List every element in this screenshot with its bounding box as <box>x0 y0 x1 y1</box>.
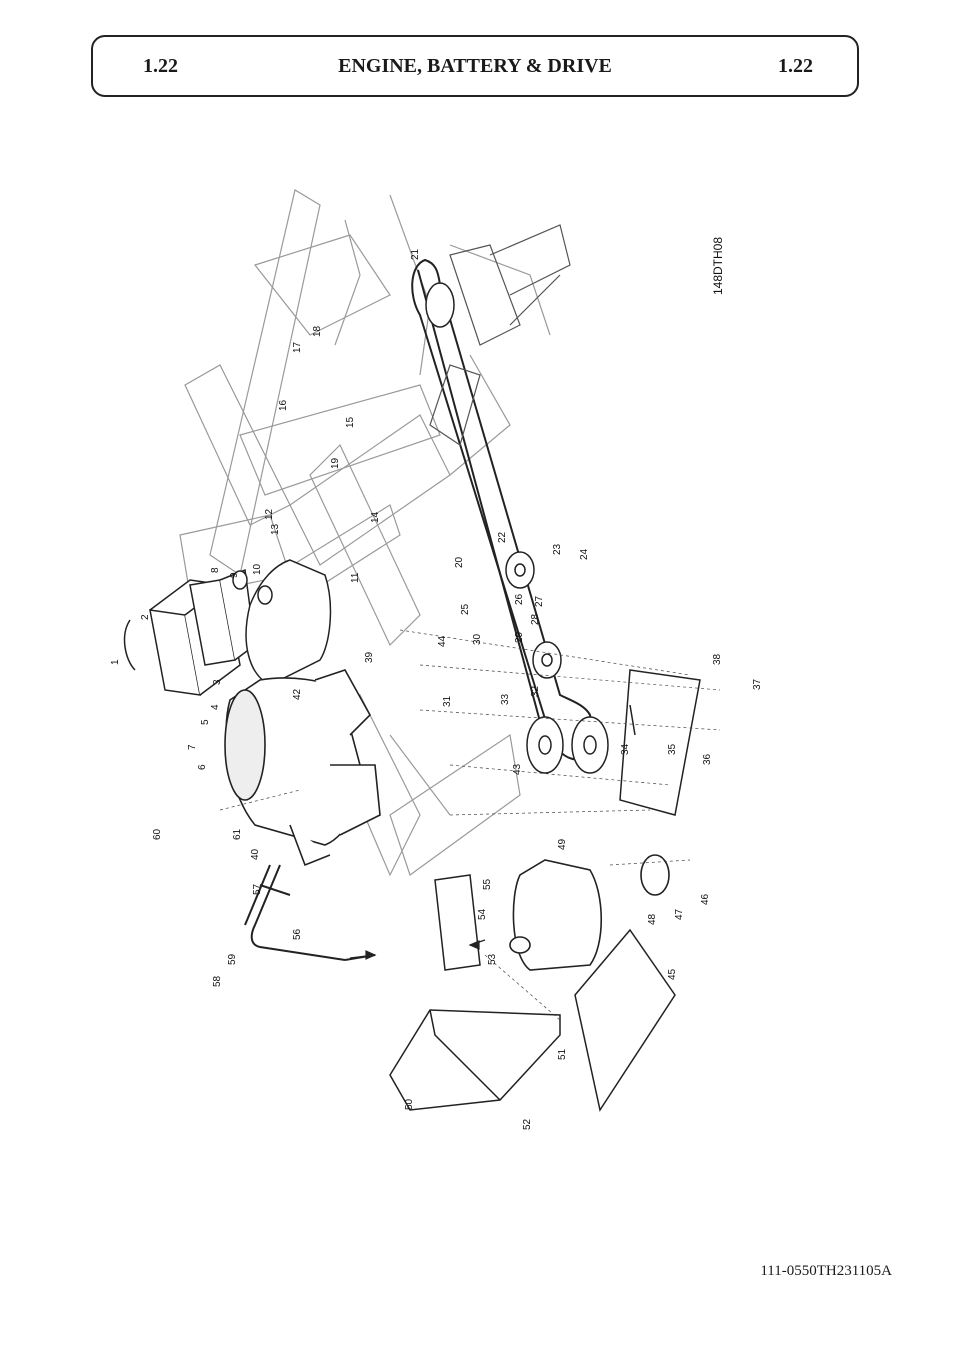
part-label-14: 14 <box>370 511 381 523</box>
part-label-45: 45 <box>667 968 678 980</box>
part-label-27: 27 <box>534 595 545 607</box>
part-label-22: 22 <box>497 531 508 543</box>
part-label-59: 59 <box>227 953 238 965</box>
part-label-2: 2 <box>140 614 151 620</box>
part-label-6: 6 <box>197 764 208 770</box>
assembly-lines <box>219 629 721 1021</box>
part-label-44: 44 <box>437 635 448 647</box>
part-label-47: 47 <box>674 908 685 920</box>
part-label-40: 40 <box>250 848 261 860</box>
exhaust-shield <box>389 1009 561 1111</box>
part-label-3: 3 <box>212 679 223 685</box>
part-label-8: 8 <box>210 567 221 573</box>
part-label-42: 42 <box>292 688 303 700</box>
part-label-46: 46 <box>700 893 711 905</box>
section-number-right: 1.22 <box>778 55 813 77</box>
page-title: ENGINE, BATTERY & DRIVE <box>338 55 612 77</box>
part-label-21: 21 <box>410 248 421 260</box>
part-label-36: 36 <box>702 753 713 765</box>
part-label-30: 30 <box>472 633 483 645</box>
part-label-18: 18 <box>312 325 323 337</box>
part-label-50: 50 <box>404 1098 415 1110</box>
fuel-tank <box>232 559 332 686</box>
part-label-61: 61 <box>232 828 243 840</box>
part-label-49: 49 <box>557 838 568 850</box>
part-label-23: 23 <box>552 543 563 555</box>
muffler <box>509 854 670 971</box>
engine-bracket <box>434 669 701 971</box>
section-header: 1.22 ENGINE, BATTERY & DRIVE 1.22 <box>91 35 859 97</box>
diagram-code: 148DTH08 <box>711 237 725 295</box>
part-label-17: 17 <box>292 341 303 353</box>
engine <box>224 669 381 867</box>
document-reference: 111-0550TH231105A <box>760 1263 892 1279</box>
part-label-53: 53 <box>487 953 498 965</box>
part-label-60: 60 <box>152 828 163 840</box>
part-label-37: 37 <box>752 678 763 690</box>
part-label-29: 29 <box>514 631 525 643</box>
part-label-33: 33 <box>500 693 511 705</box>
part-label-56: 56 <box>292 928 303 940</box>
part-label-51: 51 <box>557 1048 568 1060</box>
part-label-15: 15 <box>345 416 356 428</box>
part-label-24: 24 <box>579 548 590 560</box>
parts-drawing: 1234567891011121314151617181920212223242… <box>110 189 763 1130</box>
part-label-9: 9 <box>229 572 240 578</box>
part-label-43: 43 <box>512 763 523 775</box>
part-label-52: 52 <box>522 1118 533 1130</box>
part-label-39: 39 <box>364 651 375 663</box>
rear-panel <box>574 928 676 1112</box>
part-label-38: 38 <box>712 653 723 665</box>
part-label-1: 1 <box>110 659 121 665</box>
part-label-11: 11 <box>350 572 361 583</box>
part-label-13: 13 <box>270 523 281 535</box>
part-label-16: 16 <box>278 399 289 411</box>
part-label-28: 28 <box>530 613 541 625</box>
part-label-34: 34 <box>620 743 631 755</box>
part-label-58: 58 <box>212 975 223 987</box>
part-label-57: 57 <box>252 883 263 895</box>
part-label-32: 32 <box>530 685 541 697</box>
part-label-10: 10 <box>252 563 263 575</box>
pulleys <box>425 282 609 774</box>
section-number-left: 1.22 <box>143 55 178 77</box>
part-label-12: 12 <box>264 508 275 520</box>
part-label-4: 4 <box>210 704 221 710</box>
part-label-55: 55 <box>482 878 493 890</box>
part-label-54: 54 <box>477 908 488 920</box>
exhaust-pipe <box>244 864 376 961</box>
direction-arrows <box>349 939 486 960</box>
part-label-19: 19 <box>330 457 341 469</box>
transaxle <box>429 224 571 446</box>
part-label-5: 5 <box>200 719 211 725</box>
part-label-48: 48 <box>647 913 658 925</box>
part-label-35: 35 <box>667 743 678 755</box>
part-label-26: 26 <box>514 593 525 605</box>
part-label-31: 31 <box>442 695 453 707</box>
part-label-25: 25 <box>460 603 471 615</box>
drive-belt <box>411 258 597 761</box>
part-label-20: 20 <box>454 556 465 568</box>
part-label-7: 7 <box>187 744 198 750</box>
